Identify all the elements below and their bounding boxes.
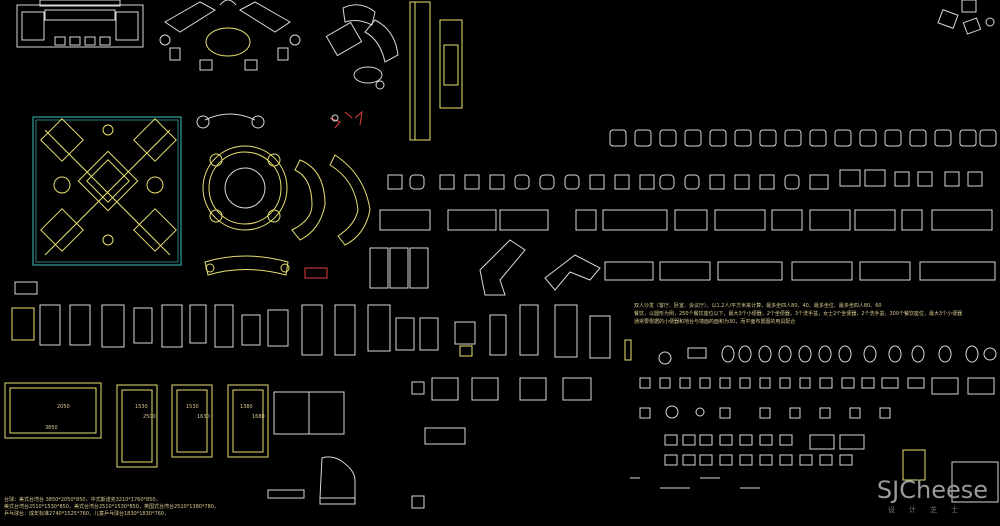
square-rug-dining-set bbox=[32, 116, 182, 266]
curved-long-sofa bbox=[204, 255, 290, 276]
sofa-row bbox=[379, 209, 993, 231]
sofa-row-2 bbox=[604, 261, 996, 281]
bathroom-fixtures bbox=[624, 339, 999, 503]
sofa-set-top-left bbox=[16, 0, 144, 48]
pool-dim-h4: 1680 bbox=[252, 414, 265, 420]
plant-symbols bbox=[329, 110, 363, 129]
corner-chairs bbox=[937, 0, 995, 35]
small-furniture-row bbox=[11, 281, 611, 359]
modular-sofas bbox=[369, 247, 429, 289]
sofa-note-2: 餐饮，以圆形为例，250个餐饮座位以下，最大3个小便器，2个坐便器，3个洗手盆，… bbox=[634, 311, 963, 317]
watermark-brand-sub: 设计芝士 bbox=[888, 506, 972, 514]
pool-dim-w2: 1530 bbox=[135, 404, 148, 410]
sofa-note-1: 双人沙发（客厅、卧室、会议厅）。以1.2人/平方米来计算，最多坐四人80、40、… bbox=[634, 303, 882, 309]
corner-sectionals bbox=[479, 239, 601, 296]
pool-dim-h1: 2050 bbox=[57, 404, 70, 410]
curved-sofa-segments bbox=[291, 154, 371, 246]
armchair-row-1 bbox=[609, 129, 997, 147]
table-note-2: 美式台湾台2510*1530*850，美式台湾台2510*1530*850，英国… bbox=[4, 504, 219, 510]
table-note-3: 乒乓球台：成年标准2740*1525*760，儿童乒乓球台1830*1830*7… bbox=[4, 511, 169, 517]
lounge-chairs bbox=[325, 4, 399, 90]
pool-dim-h3: 1630 bbox=[197, 414, 210, 420]
watermark-brand: SJCheese bbox=[876, 476, 988, 504]
pool-dim-w1: 3850 bbox=[45, 425, 58, 431]
pool-tables bbox=[4, 382, 345, 468]
piano-symbol bbox=[267, 456, 425, 509]
armchair-cluster bbox=[411, 377, 592, 445]
long-bench bbox=[409, 1, 463, 141]
red-device-symbol bbox=[304, 267, 328, 279]
pool-dim-w3: 1530 bbox=[186, 404, 199, 410]
pool-dim-h2: 2500 bbox=[143, 414, 156, 420]
round-banquette bbox=[196, 113, 288, 231]
armchair-row-2 bbox=[387, 169, 983, 190]
pool-dim-w4: 1380 bbox=[240, 404, 253, 410]
table-note-1: 台球：美式台湾台 3850*2050*850，中式斯诺克3210*1760*85… bbox=[4, 497, 161, 503]
curved-sofa-set bbox=[159, 0, 301, 71]
sofa-note-3: 通常要根据的小便器和地台与墙面的面积为30，而平面布置图的用具配合 bbox=[634, 319, 796, 325]
